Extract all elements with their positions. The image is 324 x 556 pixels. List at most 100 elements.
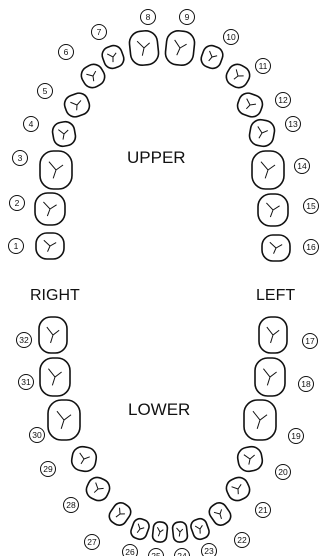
tooth-16 — [261, 234, 291, 262]
tooth-18 — [254, 357, 286, 397]
tooth-number-label: 8 — [146, 12, 151, 22]
tooth-31 — [39, 357, 71, 397]
tooth-number-label: 3 — [18, 153, 23, 163]
tooth-number-circle — [288, 428, 304, 444]
tooth-number-circle — [37, 83, 53, 99]
tooth-number-circle — [303, 239, 319, 255]
tooth-number-circle — [122, 544, 138, 556]
tooth-29 — [70, 445, 98, 473]
tooth-12 — [236, 92, 264, 118]
tooth-25 — [151, 521, 169, 543]
tooth-number-circle — [9, 195, 25, 211]
tooth-number-label: 6 — [64, 47, 69, 57]
tooth-number-circle — [303, 198, 319, 214]
tooth-number-label: 2 — [15, 198, 20, 208]
tooth-number-circle — [58, 44, 74, 60]
tooth-number-label: 30 — [32, 430, 42, 440]
tooth-10 — [200, 44, 224, 70]
lower-arch-label: LOWER — [128, 400, 191, 419]
tooth-number-label: 17 — [305, 336, 315, 346]
tooth-number-label: 5 — [43, 86, 48, 96]
tooth-number-label: 32 — [19, 335, 29, 345]
tooth-number-label: 4 — [29, 119, 34, 129]
tooth-7 — [101, 44, 125, 70]
tooth-3 — [39, 150, 73, 190]
tooth-number-label: 14 — [297, 161, 307, 171]
tooth-2 — [34, 192, 66, 226]
tooth-number-circle — [234, 532, 250, 548]
tooth-28 — [85, 476, 111, 502]
tooth-number-label: 26 — [125, 547, 135, 556]
tooth-number-circle — [140, 9, 156, 25]
tooth-27 — [108, 501, 132, 527]
tooth-number-circle — [18, 374, 34, 390]
tooth-number-circle — [255, 502, 271, 518]
tooth-number-label: 9 — [185, 12, 190, 22]
tooth-9 — [164, 29, 196, 67]
tooth-number-circle — [275, 464, 291, 480]
tooth-20 — [236, 445, 264, 473]
tooth-number-label: 15 — [306, 201, 316, 211]
tooth-22 — [208, 501, 232, 527]
tooth-4 — [51, 120, 77, 148]
tooth-number-label: 27 — [87, 537, 97, 547]
tooth-number-label: 18 — [301, 379, 311, 389]
tooth-6 — [80, 63, 106, 89]
tooth-number-label: 24 — [177, 551, 187, 556]
tooth-5 — [63, 92, 91, 118]
tooth-number-label: 28 — [66, 500, 76, 510]
tooth-number-label: 19 — [291, 431, 301, 441]
tooth-number-circle — [91, 24, 107, 40]
upper-arch-label: UPPER — [127, 148, 186, 167]
tooth-number-label: 23 — [204, 546, 214, 556]
tooth-number-circle — [294, 158, 310, 174]
tooth-number-circle — [302, 333, 318, 349]
tooth-number-circle — [285, 116, 301, 132]
tooth-26 — [130, 517, 150, 541]
tooth-number-label: 31 — [21, 377, 31, 387]
tooth-number-circle — [40, 461, 56, 477]
tooth-8 — [128, 29, 160, 67]
tooth-17 — [258, 316, 288, 354]
tooth-number-circle — [84, 534, 100, 550]
tooth-number-circle — [63, 497, 79, 513]
tooth-number-circle — [16, 332, 32, 348]
tooth-number-circle — [201, 543, 217, 556]
tooth-number-circle — [12, 150, 28, 166]
tooth-number-circle — [8, 238, 24, 254]
tooth-number-label: 1 — [14, 241, 19, 251]
tooth-number-circle — [298, 376, 314, 392]
tooth-number-circle — [23, 116, 39, 132]
tooth-21 — [225, 476, 251, 502]
tooth-number-label: 13 — [288, 119, 298, 129]
tooth-number-label: 10 — [226, 32, 236, 42]
tooth-19 — [243, 399, 277, 441]
tooth-number-circle — [179, 9, 195, 25]
tooth-14 — [251, 150, 285, 190]
left-side-label: LEFT — [256, 287, 296, 304]
tooth-30 — [47, 399, 81, 441]
tooth-number-label: 12 — [278, 95, 288, 105]
tooth-number-label: 7 — [97, 27, 102, 37]
tooth-number-circle — [29, 427, 45, 443]
tooth-23 — [190, 517, 210, 541]
tooth-24 — [171, 521, 189, 543]
tooth-32 — [38, 316, 68, 354]
tooth-11 — [225, 63, 251, 89]
tooth-number-label: 22 — [237, 535, 247, 545]
tooth-number-label: 20 — [278, 467, 288, 477]
tooth-number-label: 16 — [306, 242, 316, 252]
tooth-13 — [248, 118, 276, 148]
tooth-number-circle — [174, 548, 190, 556]
tooth-15 — [257, 193, 289, 227]
tooth-number-circle — [148, 548, 164, 556]
tooth-1 — [35, 232, 65, 260]
tooth-number-label: 11 — [259, 61, 268, 71]
tooth-number-label: 25 — [151, 551, 161, 556]
tooth-number-circle — [255, 58, 271, 74]
tooth-number-label: 29 — [43, 464, 53, 474]
tooth-number-circle — [223, 29, 239, 45]
tooth-number-circle — [275, 92, 291, 108]
